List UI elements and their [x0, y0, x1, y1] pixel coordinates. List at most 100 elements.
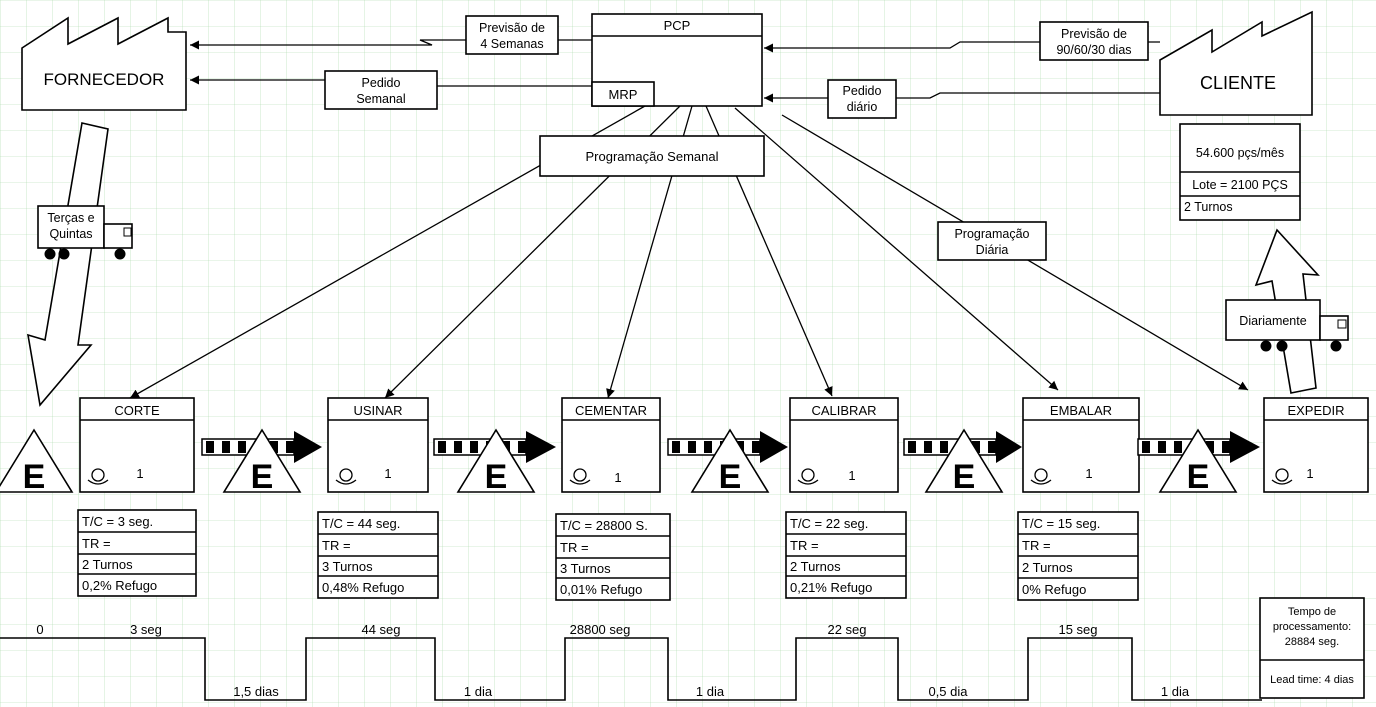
scrap-rate: 0,48% Refugo: [322, 580, 404, 595]
process-time: 22 seg: [827, 622, 866, 637]
inbound-frequency-line1: Terças e: [47, 211, 94, 225]
weekly-schedule-label: Programação Semanal: [586, 149, 719, 164]
customer-shifts: 2 Turnos: [1184, 200, 1233, 214]
inventory-label: E: [1187, 458, 1210, 496]
truck-wheel-icon: [1260, 340, 1272, 352]
order-customer-line1: Pedido: [843, 84, 882, 98]
scrap-rate: 0,21% Refugo: [790, 580, 872, 595]
inventory-label: E: [251, 458, 274, 496]
changeover-time: TR =: [82, 536, 111, 551]
customer-label: CLIENTE: [1200, 73, 1276, 93]
order-supplier-line2: Semanal: [356, 92, 405, 106]
operator-icon: [797, 479, 819, 485]
cycle-time: T/C = 28800 S.: [560, 518, 648, 533]
wait-time: 1 dia: [464, 684, 493, 699]
changeover-time: TR =: [560, 540, 589, 555]
daily-schedule-line1: Programação: [954, 227, 1029, 241]
inventory-triangle-icon: E: [222, 428, 302, 496]
shifts: 3 Turnos: [322, 559, 373, 574]
outbound-truck: Diariamente: [1225, 299, 1349, 352]
pcp-title: PCP: [664, 18, 691, 33]
info-box-forecast-supplier: Previsão de 4 Semanas: [465, 15, 559, 55]
inventory-triangle-icon: E: [0, 428, 74, 496]
customer-factory: CLIENTE: [1159, 10, 1313, 116]
forecast-customer-line2: 90/60/30 dias: [1056, 43, 1131, 57]
operator-count: 1: [1306, 466, 1313, 481]
info-box-forecast-customer: Previsão de 90/60/30 dias: [1039, 21, 1149, 61]
process-usinar: USINAR 1: [327, 397, 429, 493]
lead-time: Lead time: 4 dias: [1270, 674, 1354, 686]
truck-wheel-icon: [44, 248, 56, 260]
changeover-time: TR =: [1022, 538, 1051, 553]
shifts: 3 Turnos: [560, 561, 611, 576]
order-customer-line2: diário: [847, 100, 878, 114]
operator-icon: [91, 468, 105, 482]
customer-data-box: 54.600 pçs/mês Lote = 2100 PÇS 2 Turnos: [1179, 123, 1301, 221]
process-time: 28800 seg: [570, 622, 631, 637]
inventory-label: E: [953, 458, 976, 496]
summary-box: Tempo de processamento: 28884 seg. Lead …: [1259, 597, 1365, 699]
operator-icon: [573, 468, 587, 482]
operator-icon: [1271, 479, 1293, 485]
cycle-time: T/C = 3 seg.: [82, 514, 153, 529]
operator-icon: [1034, 468, 1048, 482]
inbound-truck: Terças e Quintas: [37, 205, 133, 260]
operator-icon: [1030, 479, 1052, 485]
inbound-frequency-line2: Quintas: [49, 227, 92, 241]
process-cementar: CEMENTAR 1: [561, 397, 661, 493]
operator-icon: [801, 468, 815, 482]
operator-count: 1: [614, 470, 621, 485]
forecast-supplier-line1: Previsão de: [479, 21, 545, 35]
process-calibrar: CALIBRAR 1: [789, 397, 899, 493]
truck-wheel-icon: [58, 248, 70, 260]
outbound-frequency: Diariamente: [1239, 314, 1306, 328]
operator-icon: [87, 479, 109, 485]
processing-time-value: 28884 seg.: [1285, 636, 1339, 648]
shifts: 2 Turnos: [82, 557, 133, 572]
operator-icon: [569, 479, 591, 485]
info-box-weekly-schedule: Programação Semanal: [539, 135, 765, 177]
wait-time: 1 dia: [1161, 684, 1190, 699]
inventory-label: E: [719, 458, 742, 496]
process-name: USINAR: [353, 403, 402, 418]
inventory-triangle-icon: E: [456, 428, 536, 496]
timeline: 0 3 seg 44 seg 28800 seg 22 seg 15 seg 1…: [0, 622, 1262, 701]
info-box-order-customer: Pedido diário: [827, 79, 897, 119]
data-box-embalar: T/C = 15 seg. TR = 2 Turnos 0% Refugo: [1017, 511, 1139, 601]
shifts: 2 Turnos: [790, 559, 841, 574]
wait-time: 1 dia: [696, 684, 725, 699]
inventory-label: E: [485, 458, 508, 496]
truck-wheel-icon: [114, 248, 126, 260]
operator-icon: [339, 468, 353, 482]
cycle-time: T/C = 22 seg.: [790, 516, 868, 531]
inventory-triangles: E E E E E E: [0, 428, 1238, 496]
supplier-label: FORNECEDOR: [44, 70, 165, 89]
cycle-time: T/C = 44 seg.: [322, 516, 400, 531]
process-name: EXPEDIR: [1287, 403, 1344, 418]
process-name: CORTE: [114, 403, 160, 418]
data-box-corte: T/C = 3 seg. TR = 2 Turnos 0,2% Refugo: [77, 509, 197, 597]
supplier-factory: FORNECEDOR: [21, 16, 187, 111]
truck-wheel-icon: [1330, 340, 1342, 352]
forecast-supplier-line2: 4 Semanas: [480, 37, 543, 51]
cycle-time: T/C = 15 seg.: [1022, 516, 1100, 531]
order-supplier-line1: Pedido: [362, 76, 401, 90]
inventory-label: E: [23, 458, 46, 496]
mrp-label: MRP: [609, 87, 638, 102]
process-time: 44 seg: [361, 622, 400, 637]
process-corte: CORTE 1: [79, 397, 195, 493]
forecast-customer-line1: Previsão de: [1061, 27, 1127, 41]
truck-wheel-icon: [1276, 340, 1288, 352]
process-embalar: EMBALAR 1: [1022, 397, 1140, 493]
pcp-box: PCP MRP: [591, 13, 763, 107]
data-box-cementar: T/C = 28800 S. TR = 3 Turnos 0,01% Refug…: [555, 513, 671, 601]
shifts: 2 Turnos: [1022, 560, 1073, 575]
operator-count: 1: [1085, 466, 1092, 481]
customer-lot: Lote = 2100 PÇS: [1192, 178, 1288, 192]
scrap-rate: 0,01% Refugo: [560, 582, 642, 597]
process-name: CEMENTAR: [575, 403, 647, 418]
operator-count: 1: [384, 466, 391, 481]
operator-icon: [335, 479, 357, 485]
scrap-rate: 0% Refugo: [1022, 582, 1086, 597]
